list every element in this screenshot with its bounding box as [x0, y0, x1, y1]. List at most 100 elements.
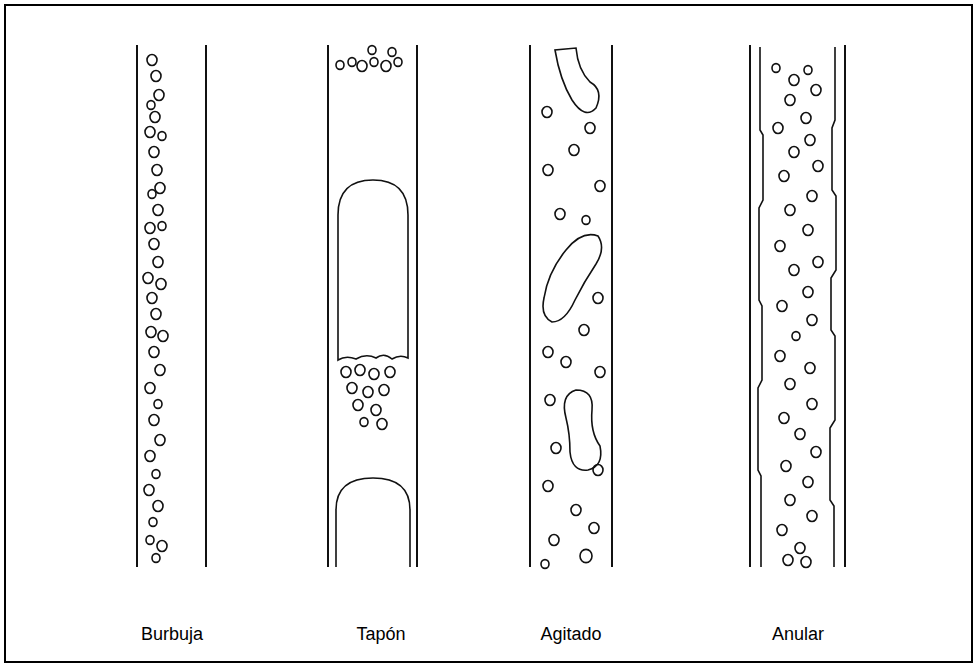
bubble [156, 279, 166, 290]
frame-border [5, 5, 972, 662]
bubble [551, 443, 561, 454]
bubble [147, 101, 155, 110]
bubble [154, 400, 162, 409]
bubble [801, 113, 811, 124]
bubble [149, 147, 159, 158]
bubble [803, 477, 813, 488]
bubble [779, 171, 789, 182]
bubble [813, 257, 823, 268]
bubble [593, 465, 603, 476]
bubble [355, 365, 365, 376]
bubble [795, 543, 805, 554]
bubble [153, 257, 163, 268]
bubble [341, 367, 351, 378]
bubble [153, 205, 163, 216]
bubble [145, 127, 155, 138]
bubble [155, 365, 165, 376]
bubble [595, 181, 605, 192]
bubble [381, 61, 391, 72]
bubble [772, 64, 780, 73]
bubble [152, 554, 160, 563]
pattern-label: Burbuja [141, 624, 203, 645]
bubble [152, 165, 162, 176]
bubble [541, 560, 549, 569]
bubble [149, 239, 159, 250]
bubble [388, 48, 396, 57]
bubble [149, 347, 159, 358]
bubble [579, 325, 589, 336]
bubble [593, 293, 603, 304]
bubble [369, 369, 379, 380]
bubble [582, 216, 590, 225]
bubble [555, 209, 565, 220]
bubble [807, 511, 817, 522]
bubble [363, 387, 373, 398]
bubble [795, 429, 805, 440]
bubble [545, 395, 555, 406]
bubble [775, 351, 785, 362]
bubble [157, 541, 167, 552]
bubble [785, 379, 795, 390]
bubble [377, 419, 387, 430]
bubble [805, 135, 815, 146]
bubble [144, 485, 154, 496]
bubble [777, 525, 787, 536]
pattern-label: Agitado [540, 624, 601, 645]
bubble [580, 549, 592, 562]
bubble [785, 95, 795, 106]
bubble [154, 90, 164, 101]
bubble [150, 112, 160, 123]
bubble [155, 435, 165, 446]
bubble [347, 383, 357, 394]
bubble [589, 523, 599, 534]
bubble [811, 447, 821, 458]
bubble [811, 85, 821, 96]
bubble [585, 123, 595, 134]
bubble [152, 470, 160, 479]
bubble [371, 405, 381, 416]
bubble [789, 75, 799, 86]
bubble [775, 241, 785, 252]
bubble [783, 555, 793, 566]
bubble [357, 61, 367, 72]
bubble [595, 367, 605, 378]
bubble [153, 501, 163, 512]
bubble [785, 495, 795, 506]
bubble [147, 55, 157, 66]
bubble [807, 399, 817, 410]
bubble [804, 66, 812, 75]
bubble [149, 518, 157, 527]
bubble [336, 61, 344, 70]
bubble [803, 287, 813, 298]
bubble [379, 385, 389, 396]
bubble [145, 451, 155, 462]
bubble [571, 505, 581, 516]
bubble [785, 205, 795, 216]
bubble [394, 58, 402, 67]
bubble [360, 418, 368, 427]
bubble [146, 327, 156, 338]
bubble [561, 357, 571, 368]
gas-phase [336, 47, 836, 567]
small-bubbles [143, 46, 823, 569]
bubble [789, 265, 799, 276]
pattern-label: Anular [772, 624, 824, 645]
bubble [353, 400, 363, 411]
bubble [370, 58, 378, 67]
bubble [807, 315, 817, 326]
bubble [158, 222, 166, 231]
pipe-walls [137, 45, 845, 567]
bubble [807, 191, 817, 202]
bubble [781, 461, 791, 472]
bubble [151, 71, 161, 82]
bubble [155, 183, 165, 194]
bubble [549, 535, 559, 546]
bubble [368, 46, 376, 55]
bubble [148, 190, 156, 199]
bubble [147, 293, 157, 304]
bubble [773, 123, 783, 134]
bubble [805, 363, 815, 374]
bubble [543, 347, 553, 358]
bubble [542, 107, 552, 118]
